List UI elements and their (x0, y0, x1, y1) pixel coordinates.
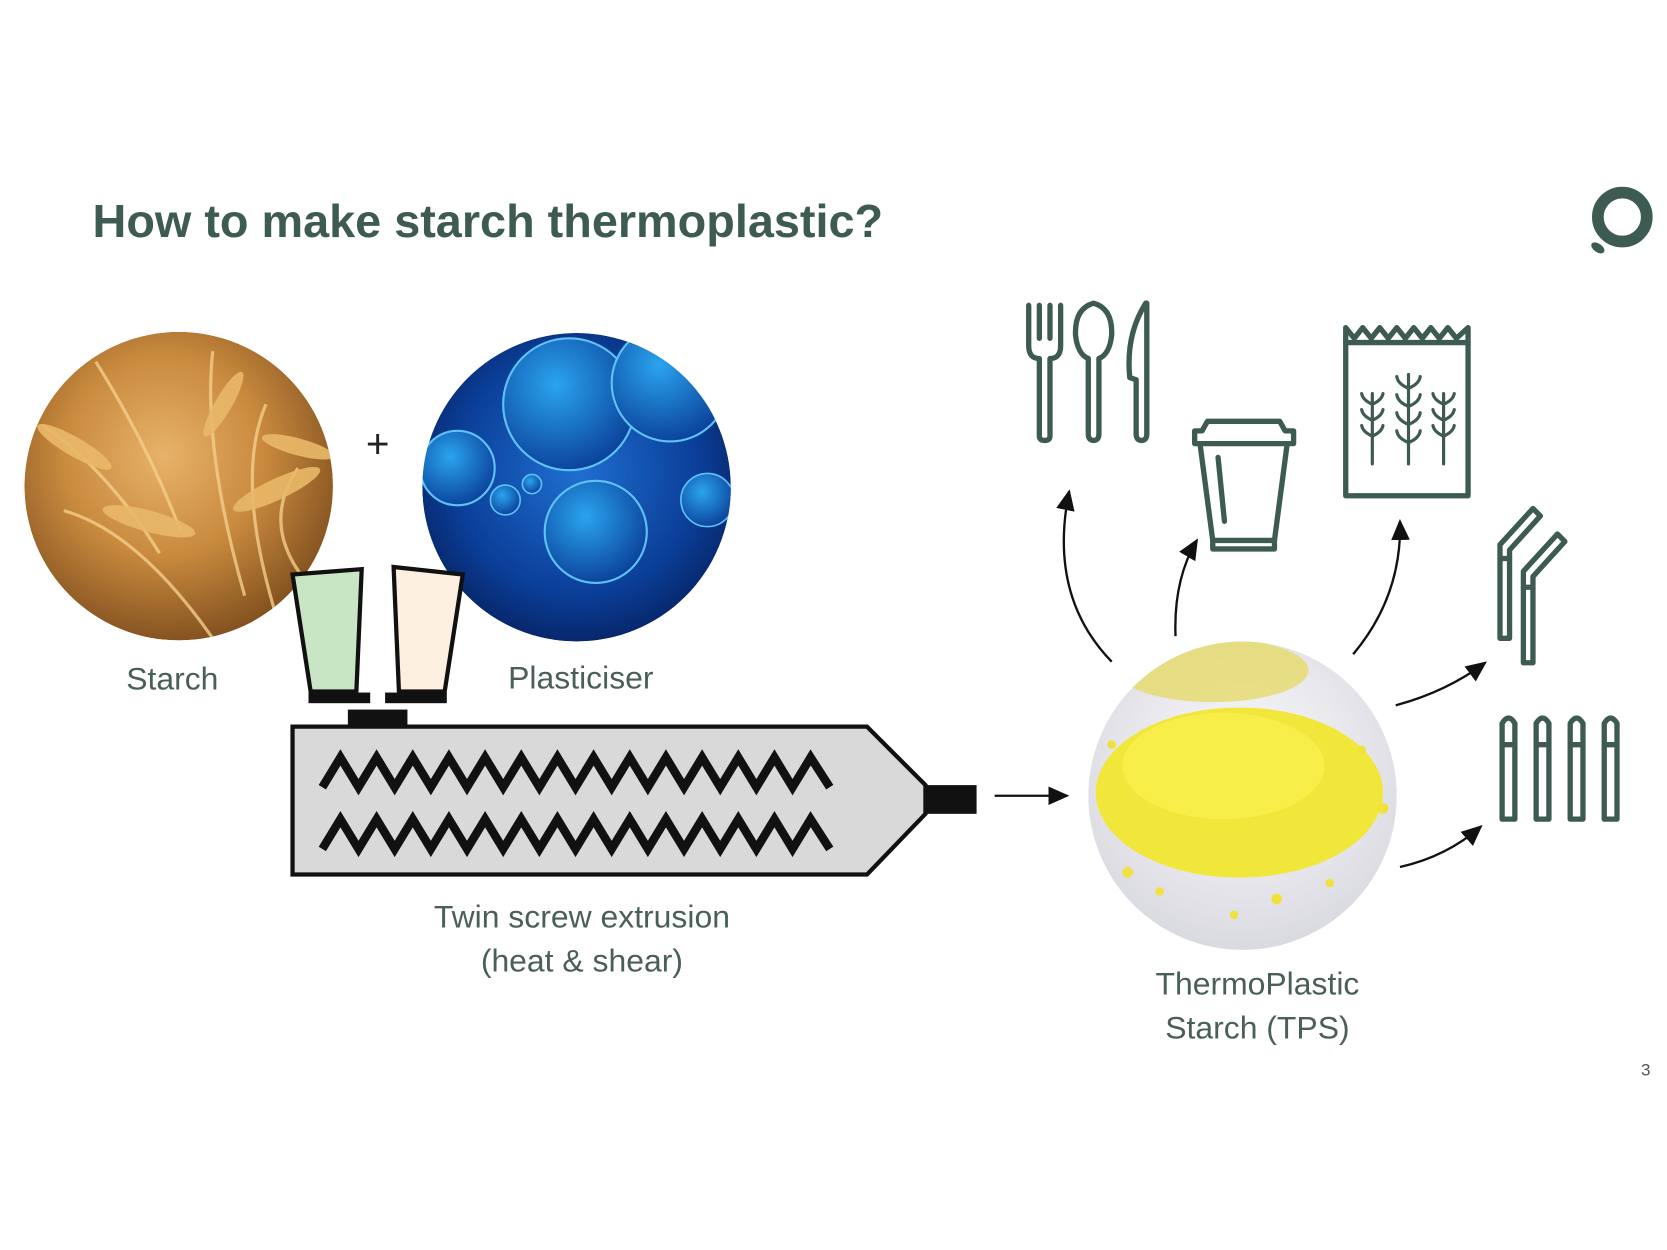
hopper-starch (290, 566, 364, 694)
extruder-nozzle (923, 785, 977, 814)
page-number: 3 (1641, 1061, 1650, 1080)
starch-wheat-image (24, 331, 333, 641)
screw-bottom (318, 810, 834, 858)
arrow-to-cup (1174, 538, 1198, 637)
tps-pellets-image (1088, 641, 1397, 950)
cutlery-icon (1026, 300, 1150, 444)
plasticiser-label: Plasticiser (508, 659, 654, 695)
cup-icon (1192, 418, 1297, 552)
logo (1591, 186, 1653, 254)
twin-screw-extruder (290, 564, 977, 877)
straws-icon (1497, 505, 1568, 666)
arrow-to-cutlery (1056, 489, 1113, 663)
process-label-line1: Twin screw extrusion (434, 899, 730, 935)
arrow-to-straws (1395, 661, 1487, 707)
tps-label-line1: ThermoPlastic (1155, 966, 1359, 1002)
process-label-line2: (heat & shear) (481, 942, 683, 978)
bag-icon (1343, 325, 1471, 499)
tps-label-line2: Starch (TPS) (1165, 1009, 1349, 1045)
tubes-icon (1499, 715, 1620, 822)
screw-top (318, 749, 834, 796)
arrow-to-tubes (1399, 825, 1483, 869)
plasticiser-oil-image (422, 332, 731, 642)
arrow-to-bag (1352, 518, 1410, 656)
hopper-plasticiser (391, 564, 466, 694)
starch-label: Starch (126, 660, 218, 696)
slide-title: How to make starch thermoplastic? (93, 195, 884, 247)
plus-sign: + (366, 420, 390, 466)
